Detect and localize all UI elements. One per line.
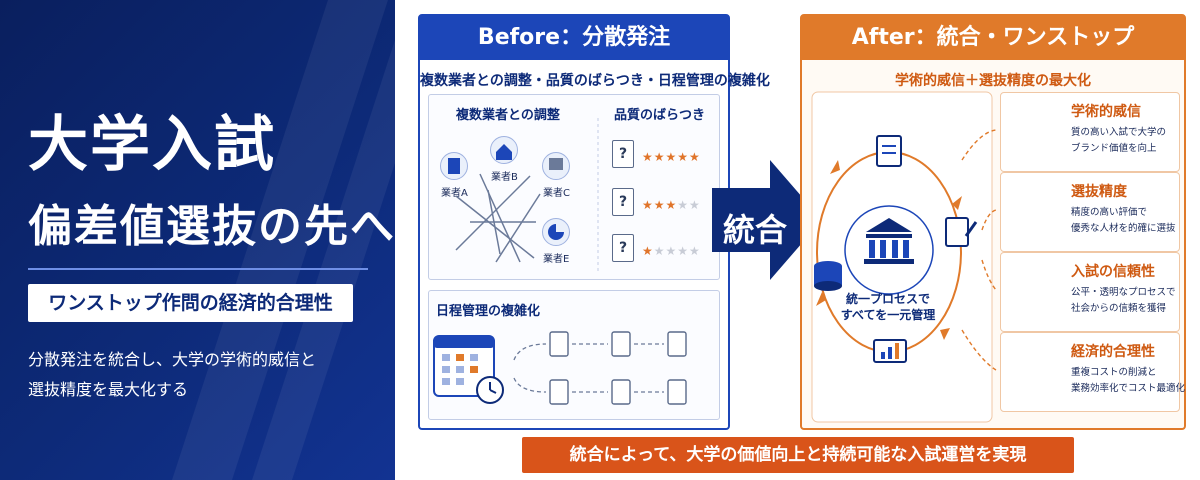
card-text-line1: 重複コストの削減と: [1071, 367, 1157, 378]
hero-divider: [28, 268, 368, 270]
benefit-card-economy: 経済的合理性 重複コストの削減と 業務効率化でコスト最適化: [1000, 332, 1185, 412]
card-title: 選抜精度: [1071, 184, 1127, 200]
hero-title-line2: 偏差値選抜の先へ: [28, 201, 395, 252]
benefit-card-prestige: 学術的威信 質の高い入試で大学の ブランド価値を向上: [1000, 92, 1180, 172]
center-label-line1: 統一プロセスで: [845, 292, 930, 306]
card-text-line2: 社会からの信頼を獲得: [1071, 303, 1167, 314]
hero-description-line2: 選抜精度を最大化する: [28, 380, 189, 399]
document-icon: ?: [612, 234, 634, 262]
rating-stars: ★★★★★: [642, 150, 701, 164]
card-title: 経済的合理性: [1071, 344, 1155, 360]
calendar-icon: [433, 335, 504, 404]
quality-variance-title: 品質のばらつき: [614, 108, 706, 123]
tangled-arrows: [455, 173, 541, 263]
card-connectors: [961, 129, 997, 371]
before-title: Before：分散発注: [420, 16, 728, 60]
integration-arrow-label: 統合: [722, 211, 787, 249]
rating-stars: ★★★★★: [642, 244, 701, 258]
vendor-label: 業者C: [543, 188, 570, 199]
document-icon: ?: [612, 140, 634, 168]
document-icon: ?: [612, 188, 634, 216]
card-title: 学術的威信: [1071, 104, 1141, 120]
hero-badge: ワンストップ作問の経済的合理性: [28, 284, 353, 322]
card-title: 入試の信頼性: [1071, 264, 1155, 280]
hero-title-line1: 大学入試: [28, 110, 276, 180]
card-text-line1: 公平・透明なプロセスで: [1071, 287, 1176, 298]
card-text-line2: ブランド価値を向上: [1071, 143, 1157, 154]
after-subtitle: 学術的威信＋選抜精度の最大化: [895, 73, 1091, 89]
vendor-label: 業者A: [441, 188, 468, 199]
vendor-label: 業者E: [543, 254, 570, 265]
integration-arrow: [712, 160, 822, 280]
building-icon: [440, 152, 468, 180]
hero-panel: 大学入試 偏差値選抜の先へ ワンストップ作問の経済的合理性 分散発注を統合し、大…: [0, 0, 395, 480]
card-text-line2: 優秀な人材を的確に選抜: [1071, 223, 1176, 234]
bottom-banner: 統合によって、大学の価値向上と持続可能な入試運営を実現: [522, 437, 1074, 473]
card-text-line2: 業務効率化でコスト最適化: [1071, 383, 1186, 394]
benefit-card-reliability: 入試の信頼性 公平・透明なプロセスで 社会からの信頼を獲得: [1000, 252, 1180, 332]
vendor-label: 業者B: [491, 172, 518, 183]
card-text-line1: 精度の高い評価で: [1071, 207, 1148, 218]
schedule-complexity-title: 日程管理の複雑化: [436, 304, 541, 319]
after-title: After：統合・ワンストップ: [802, 16, 1184, 60]
card-text-line1: 質の高い入試で大学の: [1071, 127, 1167, 138]
vendor-coordination-title: 複数業者との調整: [456, 108, 560, 123]
center-label-line2: すべてを一元管理: [840, 308, 936, 322]
vendor-glyphs: [448, 144, 564, 240]
before-subtitle: 複数業者との調整・品質のばらつき・日程管理の複雑化: [420, 73, 770, 89]
hero-description-line1: 分散発注を統合し、大学の学術的威信と: [28, 350, 317, 369]
benefit-card-accuracy: 選抜精度 精度の高い評価で 優秀な人材を的確に選抜: [1000, 172, 1180, 252]
vendor-coordination-box: [428, 94, 720, 280]
rating-stars: ★★★★★: [642, 198, 701, 212]
schedule-flow-arrows: [513, 343, 664, 393]
process-cycle: [811, 91, 993, 423]
schedule-documents: [549, 331, 687, 405]
